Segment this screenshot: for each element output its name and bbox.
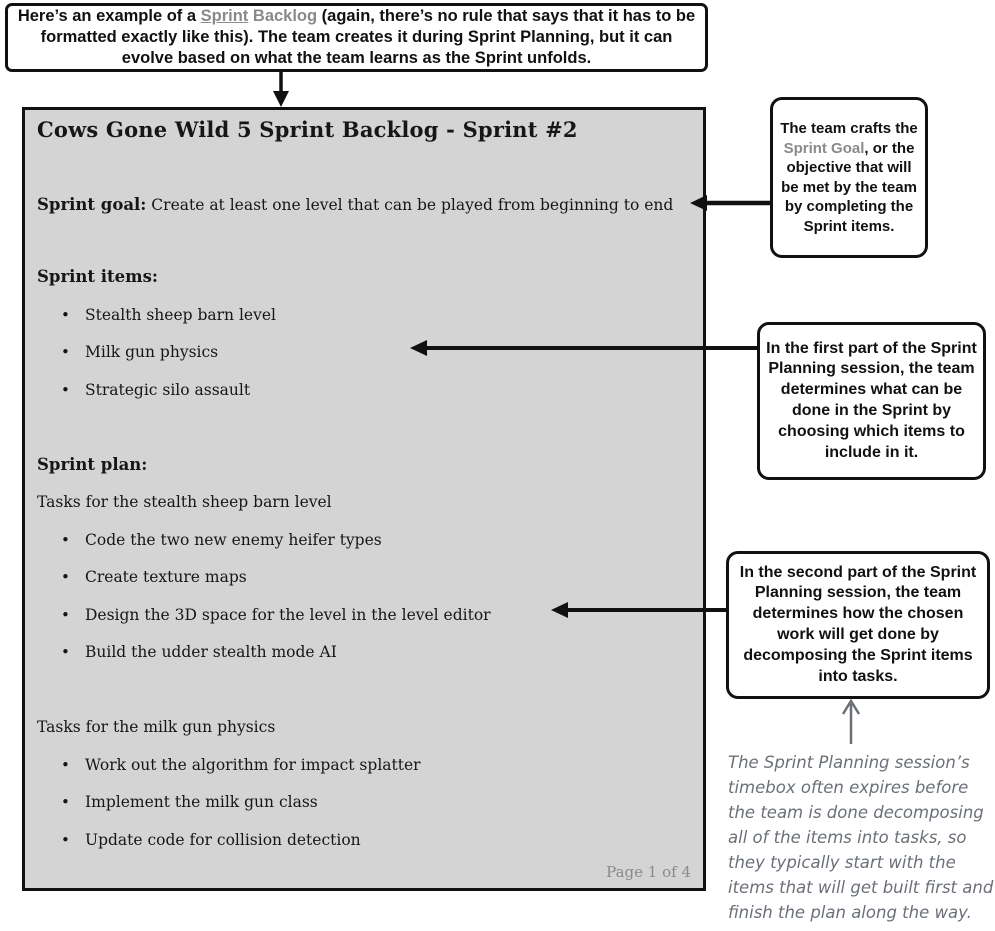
sprint-plan-label: Sprint plan: (37, 455, 148, 474)
list-item: • Create texture maps (61, 568, 247, 586)
list-item: • Stealth sheep barn level (61, 306, 276, 324)
page-number: Page 1 of 4 (606, 863, 691, 881)
task-group-heading: Tasks for the stealth sheep barn level (37, 493, 332, 511)
callout-second-part-text: In the second part of the Sprint Plannin… (739, 563, 977, 685)
bullet-icon: • (61, 531, 70, 549)
callout-first-part: In the first part of the Sprint Planning… (757, 322, 986, 480)
callout-first-part-text: In the first part of the Sprint Planning… (766, 339, 977, 461)
bullet-icon: • (61, 756, 70, 774)
bullet-icon: • (61, 831, 70, 849)
intro-note-text: Here’s an example of a Sprint Backlog (a… (16, 6, 697, 69)
sprint-item-text: Milk gun physics (85, 343, 219, 361)
sprint-item-text: Stealth sheep barn level (85, 306, 276, 324)
task-text: Design the 3D space for the level in the… (85, 606, 491, 624)
task-text: Work out the algorithm for impact splatt… (85, 756, 421, 774)
list-item: • Work out the algorithm for impact spla… (61, 756, 421, 774)
list-item: • Implement the milk gun class (61, 793, 318, 811)
bullet-icon: • (61, 568, 70, 586)
sprint-item-text: Strategic silo assault (85, 381, 251, 399)
intro-text-part-2: Backlog (248, 7, 318, 26)
note-to-callout-arrow (841, 698, 861, 744)
sprint-goal-text: Create at least one level that can be pl… (146, 196, 674, 214)
callout-sprint-goal: The team crafts the Sprint Goal, or the … (770, 97, 928, 258)
task-text: Build the udder stealth mode AI (85, 643, 337, 661)
sprint-backlog-document: Cows Gone Wild 5 Sprint Backlog - Sprint… (22, 107, 706, 891)
bullet-icon: • (61, 381, 70, 399)
sprint-items-label: Sprint items: (37, 267, 159, 286)
callout-goal-part-2: , or the objective that will be met by t… (781, 139, 917, 235)
task-text: Implement the milk gun class (85, 793, 318, 811)
task-text: Update code for collision detection (85, 831, 361, 849)
bullet-icon: • (61, 306, 70, 324)
callout-goal-part-1: The team crafts the (780, 120, 918, 137)
list-item: • Code the two new enemy heifer types (61, 531, 382, 549)
list-item: • Update code for collision detection (61, 831, 361, 849)
intro-text-part-3: (again, there’s no rule that says that i… (40, 7, 696, 67)
sprint-goal-line: Sprint goal: Create at least one level t… (37, 195, 673, 214)
sprint-goal-label: Sprint goal: (37, 195, 147, 214)
bullet-icon: • (61, 643, 70, 661)
sprint-backlog-link[interactable]: Sprint (200, 7, 249, 26)
intro-note: Here’s an example of a Sprint Backlog (a… (5, 3, 708, 72)
task-text: Create texture maps (85, 568, 247, 586)
callout-second-part: In the second part of the Sprint Plannin… (726, 551, 990, 699)
list-item: • Build the udder stealth mode AI (61, 643, 337, 661)
list-item: • Design the 3D space for the level in t… (61, 606, 491, 624)
bullet-icon: • (61, 793, 70, 811)
bullet-icon: • (61, 606, 70, 624)
intro-to-document-arrow (273, 71, 289, 107)
handwritten-note: The Sprint Planning session’s timebox of… (728, 753, 994, 922)
list-item: • Milk gun physics (61, 343, 218, 361)
document-title: Cows Gone Wild 5 Sprint Backlog - Sprint… (37, 117, 578, 142)
bullet-icon: • (61, 343, 70, 361)
list-item: • Strategic silo assault (61, 381, 250, 399)
intro-text-part-1: Here’s an example of a (17, 7, 201, 26)
sprint-goal-term: Sprint Goal (783, 139, 865, 157)
task-group-heading: Tasks for the milk gun physics (37, 718, 276, 736)
callout-sprint-goal-text: The team crafts the Sprint Goal, or the … (778, 119, 920, 236)
task-text: Code the two new enemy heifer types (85, 531, 382, 549)
